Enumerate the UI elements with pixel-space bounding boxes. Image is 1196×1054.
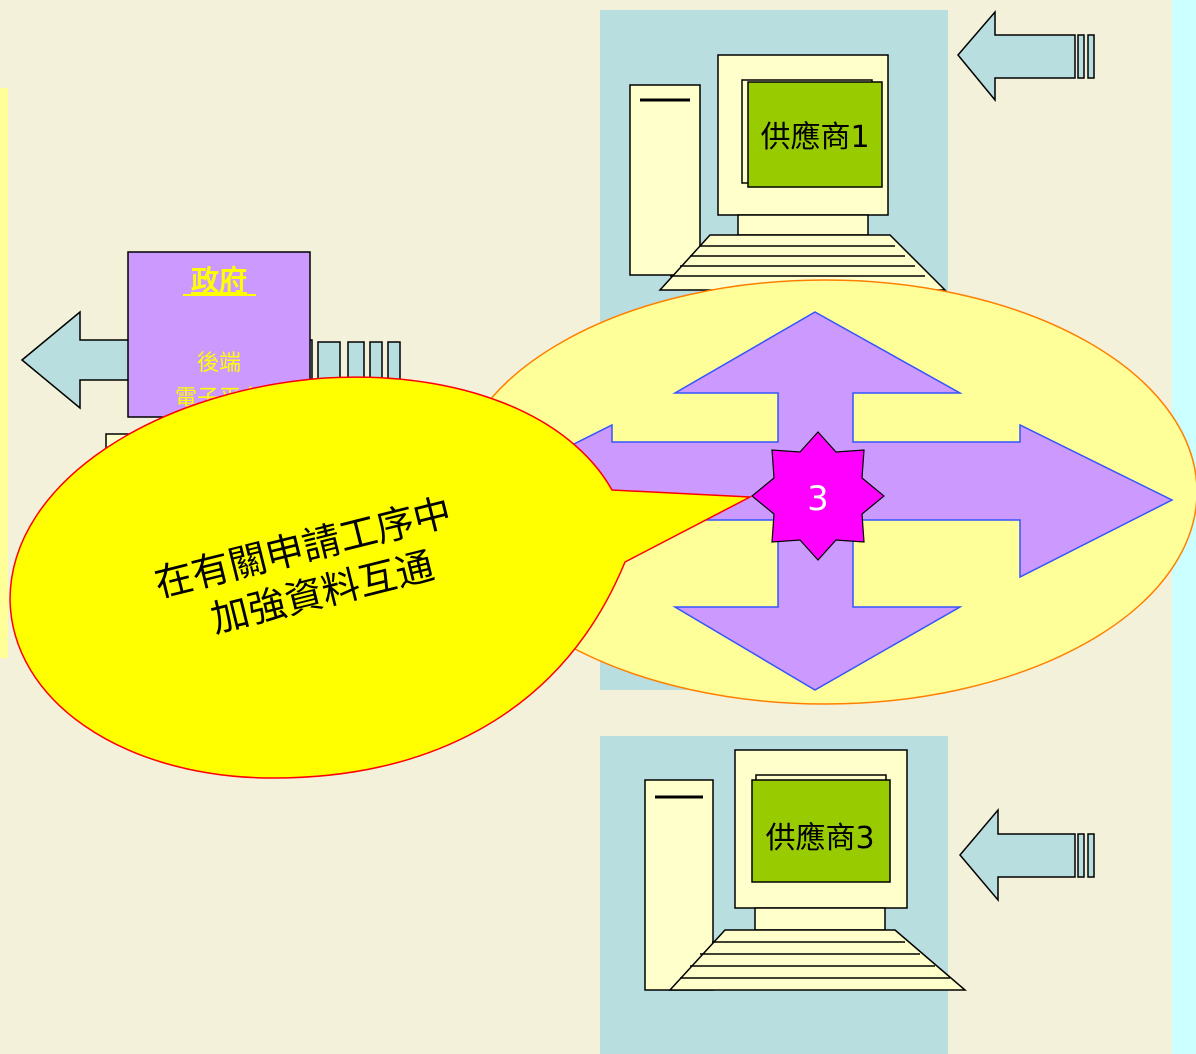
supplier-1-computer: [629, 54, 947, 291]
supplier-3-label: 供應商3: [765, 821, 874, 856]
supplier-1-tower: [629, 84, 701, 276]
hub-star: [751, 431, 885, 561]
supplier-1-arrow: [957, 9, 1095, 103]
left-strip: [0, 88, 8, 658]
supplier-3-screen: [751, 779, 891, 883]
supplier-1-label: 供應商1: [760, 120, 869, 155]
supplier-3-computer: [644, 749, 968, 991]
supplier-3-arrow: [959, 807, 1095, 903]
supplier-3-keyboard: [668, 929, 968, 991]
government-subtitle-1: 後端: [197, 351, 241, 376]
supplier-1-screen: [747, 81, 883, 188]
callout-bubble: [9, 376, 753, 779]
government-title: 政府: [191, 264, 247, 297]
hub-label: 3: [807, 479, 829, 519]
